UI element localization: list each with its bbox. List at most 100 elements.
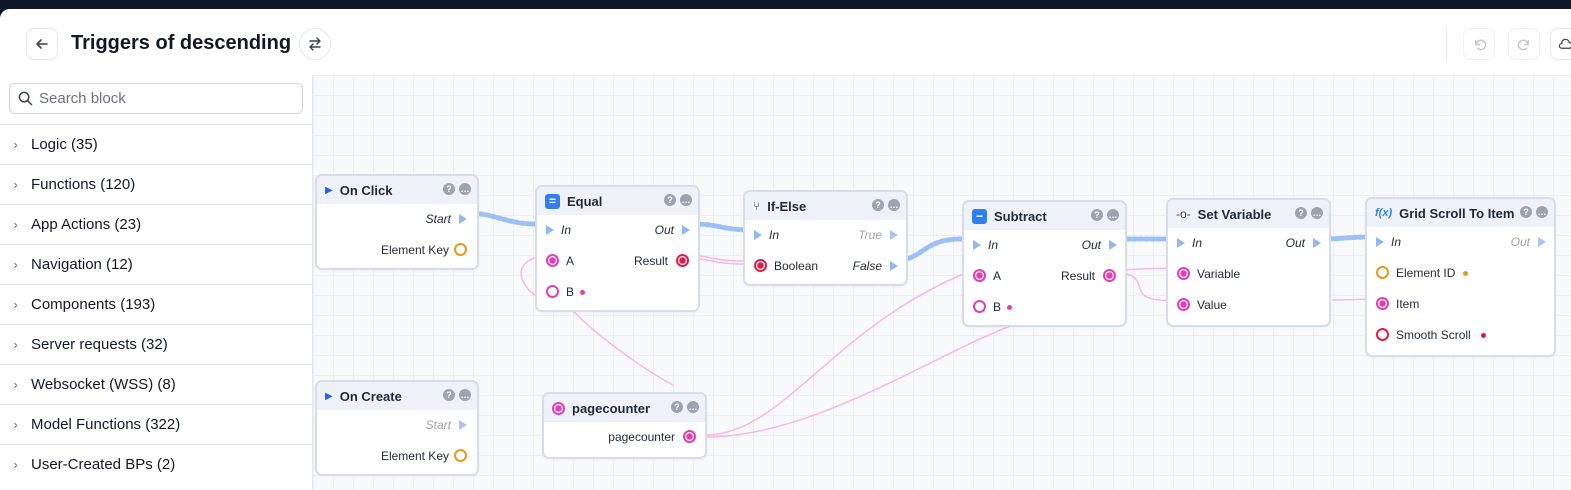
category-item[interactable]: ›Navigation (12) [0, 244, 312, 284]
type-dot [580, 290, 585, 295]
node-header: − Subtract ?… [964, 202, 1125, 230]
category-item[interactable]: ›App Actions (23) [0, 204, 312, 244]
exec-out-pin[interactable] [1109, 240, 1117, 250]
exec-out-pin[interactable] [1538, 237, 1546, 247]
chevron-right-icon: › [13, 297, 18, 312]
data-in-pin[interactable] [754, 259, 767, 272]
exec-out-pin[interactable] [459, 420, 467, 430]
help-icon[interactable]: ? [443, 389, 455, 401]
exec-in-pin[interactable] [546, 225, 554, 235]
exec-out-pin[interactable] [890, 261, 898, 271]
pin-label: Start [425, 418, 451, 432]
data-out-pin[interactable] [683, 430, 696, 443]
data-out-pin[interactable] [676, 254, 689, 267]
blueprint-canvas[interactable]: ▶ On Click ?… Start Element Key ▶ On Cre… [313, 75, 1571, 490]
search-input[interactable] [39, 90, 289, 107]
chevron-right-icon: › [13, 377, 18, 392]
data-in-pin[interactable] [973, 269, 986, 282]
data-in-pin[interactable] [1177, 298, 1190, 311]
pin-label: Item [1396, 297, 1420, 311]
data-in-pin[interactable] [1376, 297, 1389, 310]
exec-in-pin[interactable] [754, 230, 762, 240]
node-set-variable[interactable]: -o- Set Variable ?… In Out Variable Valu… [1166, 198, 1331, 327]
comment-icon[interactable]: … [1311, 207, 1323, 219]
comment-icon[interactable]: … [459, 183, 471, 195]
help-icon[interactable]: ? [443, 183, 455, 195]
data-out-pin[interactable] [454, 449, 467, 462]
pin-label: Boolean [774, 259, 819, 273]
help-icon[interactable]: ? [872, 199, 884, 211]
data-in-pin[interactable] [1376, 266, 1389, 279]
category-item[interactable]: ›Websocket (WSS) (8) [0, 364, 312, 404]
comment-icon[interactable]: … [459, 389, 471, 401]
redo-button[interactable] [1508, 28, 1540, 60]
data-in-pin[interactable] [546, 254, 559, 267]
data-out-pin[interactable] [1103, 269, 1116, 282]
comment-icon[interactable]: … [1107, 209, 1119, 221]
pin-label: Value [1197, 298, 1227, 312]
pin-label: pagecounter [608, 430, 675, 444]
category-item[interactable]: ›Components (193) [0, 284, 312, 324]
comment-icon[interactable]: … [888, 199, 900, 211]
arrow-left-icon [36, 39, 48, 49]
help-icon[interactable]: ? [1520, 206, 1532, 218]
comment-icon[interactable]: … [687, 401, 699, 413]
app-window: Triggers of descending ›Logic (35) ›Func… [0, 9, 1571, 490]
exec-out-pin[interactable] [682, 225, 690, 235]
help-icon[interactable]: ? [671, 401, 683, 413]
category-item[interactable]: ›Model Functions (322) [0, 404, 312, 444]
pin-row: Boolean False [745, 251, 906, 282]
data-out-pin[interactable] [454, 243, 467, 256]
pin-row: pagecounter [544, 422, 705, 453]
node-header: ▶ On Create ?… [317, 382, 477, 410]
exec-in-pin[interactable] [1177, 238, 1185, 248]
pin-row: In Out [1367, 227, 1554, 258]
category-item[interactable]: ›User-Created BPs (2) [0, 444, 312, 484]
node-equal[interactable]: = Equal ?… In Out A Result B [535, 185, 700, 312]
exec-out-pin[interactable] [890, 230, 898, 240]
comment-icon[interactable]: … [680, 194, 692, 206]
publish-button[interactable] [1550, 28, 1571, 60]
undo-button[interactable] [1463, 28, 1495, 60]
data-in-pin[interactable] [1376, 328, 1389, 341]
back-button[interactable] [26, 28, 58, 60]
search-icon [18, 91, 33, 106]
pin-row: Element Key [317, 441, 477, 472]
category-item[interactable]: ›Functions (120) [0, 164, 312, 204]
help-icon[interactable]: ? [1091, 209, 1103, 221]
pin-label: False [852, 259, 882, 273]
exec-in-pin[interactable] [973, 240, 981, 250]
exec-out-pin[interactable] [459, 214, 467, 224]
node-grid-scroll-to-item[interactable]: f(x) Grid Scroll To Item ?… In Out Eleme… [1365, 197, 1556, 357]
category-item[interactable]: ›Server requests (32) [0, 324, 312, 364]
comment-icon[interactable]: … [1536, 206, 1548, 218]
data-in-pin[interactable] [1177, 267, 1190, 280]
pin-label: Out [1285, 236, 1305, 250]
swap-button[interactable] [299, 28, 331, 60]
pin-label: B [566, 285, 575, 299]
node-on-click[interactable]: ▶ On Click ?… Start Element Key [315, 174, 479, 270]
help-icon[interactable]: ? [664, 194, 676, 206]
exec-in-pin[interactable] [1376, 237, 1384, 247]
chevron-right-icon: › [13, 217, 18, 232]
pin-row: Start [317, 410, 477, 441]
help-icon[interactable]: ? [1295, 207, 1307, 219]
header-bar: Triggers of descending [0, 9, 1571, 76]
node-title: On Click [339, 182, 393, 198]
data-in-pin[interactable] [973, 300, 986, 313]
pin-label: Variable [1197, 267, 1241, 281]
pin-label: Result [633, 254, 668, 268]
node-subtract[interactable]: − Subtract ?… In Out A Result B [962, 200, 1127, 327]
node-header: pagecounter ?… [544, 394, 705, 422]
data-in-pin[interactable] [546, 285, 559, 298]
play-icon: ▶ [325, 390, 333, 402]
exec-out-pin[interactable] [1313, 238, 1321, 248]
node-if-else[interactable]: ⑂ If-Else ?… In True Boolean False [743, 190, 908, 286]
node-pagecounter[interactable]: pagecounter ?… pagecounter [542, 392, 707, 459]
node-on-create[interactable]: ▶ On Create ?… Start Element Key [315, 380, 479, 476]
category-item[interactable]: ›Logic (35) [0, 124, 312, 164]
pin-label: Element ID [1396, 266, 1456, 280]
category-label: User-Created BPs (2) [31, 456, 176, 473]
chevron-right-icon: › [13, 337, 18, 352]
branch-icon: ⑂ [753, 199, 761, 213]
